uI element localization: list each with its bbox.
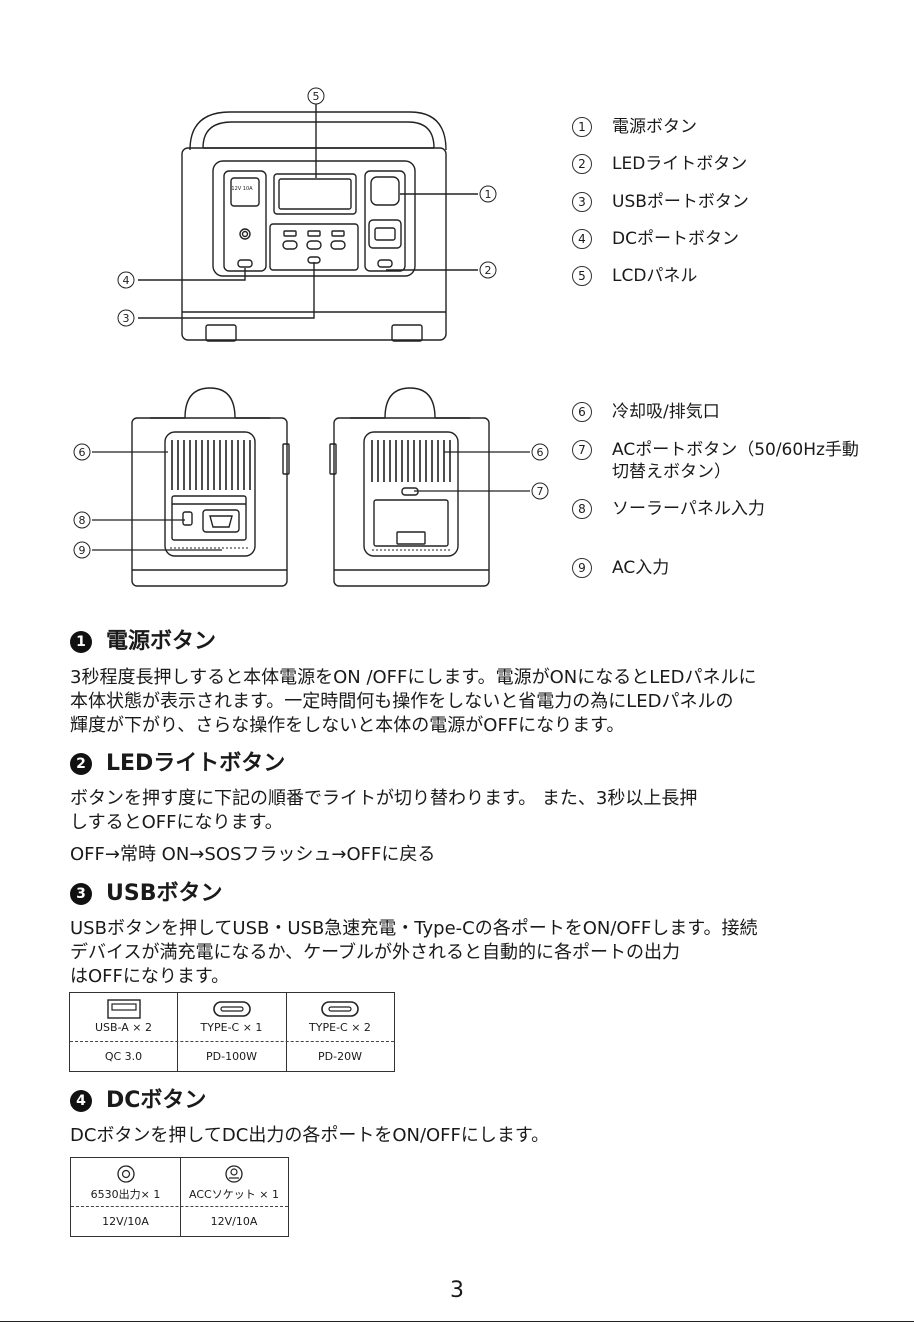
callout-7: 7 (537, 485, 544, 498)
page-number: 3 (450, 1278, 464, 1303)
usb-port-table: USB-A × 2 QC 3.0 TYPE-C × 1 PD-100W TYPE… (69, 992, 395, 1072)
usb-port-cell: USB-A × 2 QC 3.0 (70, 993, 178, 1071)
section-badge: 3 (70, 883, 92, 905)
dc-port-table: 6530出力× 1 12V/10A ACCソケット × 1 12V/10A (70, 1157, 289, 1237)
front-view-diagram: 12V 10A 5 1 2 4 3 (73, 87, 549, 587)
section-badge: 2 (70, 753, 92, 775)
section-badge: 4 (70, 1090, 92, 1112)
callout-1: 1 (485, 188, 492, 201)
section-1-body: 3秒程度長押しすると本体電源をON /OFFにします。電源がONになるとLEDパ… (70, 667, 757, 736)
callout-5: 5 (313, 90, 320, 103)
section-2-body: ボタンを押す度に下記の順番でライトが切り替わります。 また、3秒以上長押 しする… (70, 788, 698, 833)
callout-4: 4 (123, 274, 130, 287)
usb-port-cell: TYPE-C × 2 PD-20W (286, 993, 395, 1071)
callout-3: 3 (123, 312, 130, 325)
usb-c-port-icon (212, 1001, 251, 1017)
bottom-rule (0, 1321, 914, 1322)
section-badge: 1 (70, 631, 92, 653)
dc-port-cell: 6530出力× 1 12V/10A (71, 1158, 181, 1236)
usb-port-cell: TYPE-C × 1 PD-100W (177, 993, 287, 1071)
dc-port-cell: ACCソケット × 1 12V/10A (180, 1158, 289, 1236)
section-4-body: DCボタンを押してDC出力の各ポートをON/OFFにします。 (70, 1125, 550, 1146)
callout-9: 9 (79, 544, 86, 557)
usb-a-port-icon (106, 999, 141, 1019)
section-3-body: USBボタンを押してUSB・USB急速充電・Type-Cの各ポートをON/OFF… (70, 918, 758, 987)
callout-2: 2 (485, 264, 492, 277)
dc-barrel-port-icon (116, 1165, 135, 1183)
usb-c-port-icon (321, 1001, 359, 1017)
led-sequence: OFF→常時 ON→SOSフラッシュ→OFFに戻る (70, 844, 436, 865)
callout-6-left: 6 (79, 446, 86, 459)
callout-6-right: 6 (537, 446, 544, 459)
device-label: 12V 10A (231, 186, 253, 192)
car-socket-icon (225, 1165, 243, 1183)
callout-8: 8 (79, 514, 86, 527)
